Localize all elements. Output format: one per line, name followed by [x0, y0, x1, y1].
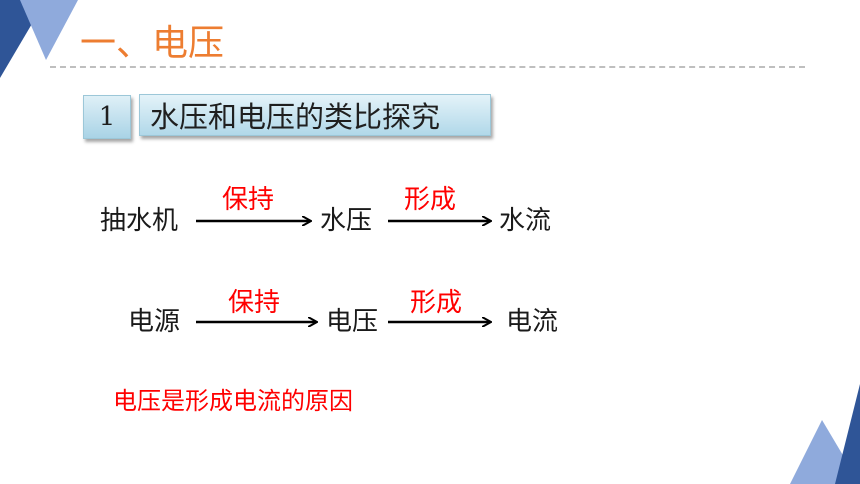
water-result: 水流 — [499, 206, 552, 236]
water-middle: 水压 — [320, 206, 373, 236]
water-arrow1-label: 保持 — [222, 185, 275, 215]
page-title: 一、电压 — [80, 23, 225, 64]
electric-source: 电源 — [128, 307, 181, 337]
conclusion-text: 电压是形成电流的原因 — [113, 387, 353, 415]
top-left-triangle-light — [20, 0, 78, 60]
electric-result: 电流 — [506, 307, 559, 337]
water-source: 抽水机 — [100, 206, 179, 236]
water-arrow2-label: 形成 — [404, 185, 457, 215]
title-divider — [50, 66, 805, 68]
section-title-box: 水压和电压的类比探究 — [139, 94, 491, 136]
electric-middle: 电压 — [326, 307, 379, 337]
bottom-right-triangle-dark — [835, 384, 860, 484]
section-title: 水压和电压的类比探究 — [150, 100, 441, 134]
section-number-badge: 1 — [83, 95, 131, 139]
electric-arrow1-label: 保持 — [228, 288, 281, 318]
electric-arrow2-label: 形成 — [410, 288, 463, 318]
